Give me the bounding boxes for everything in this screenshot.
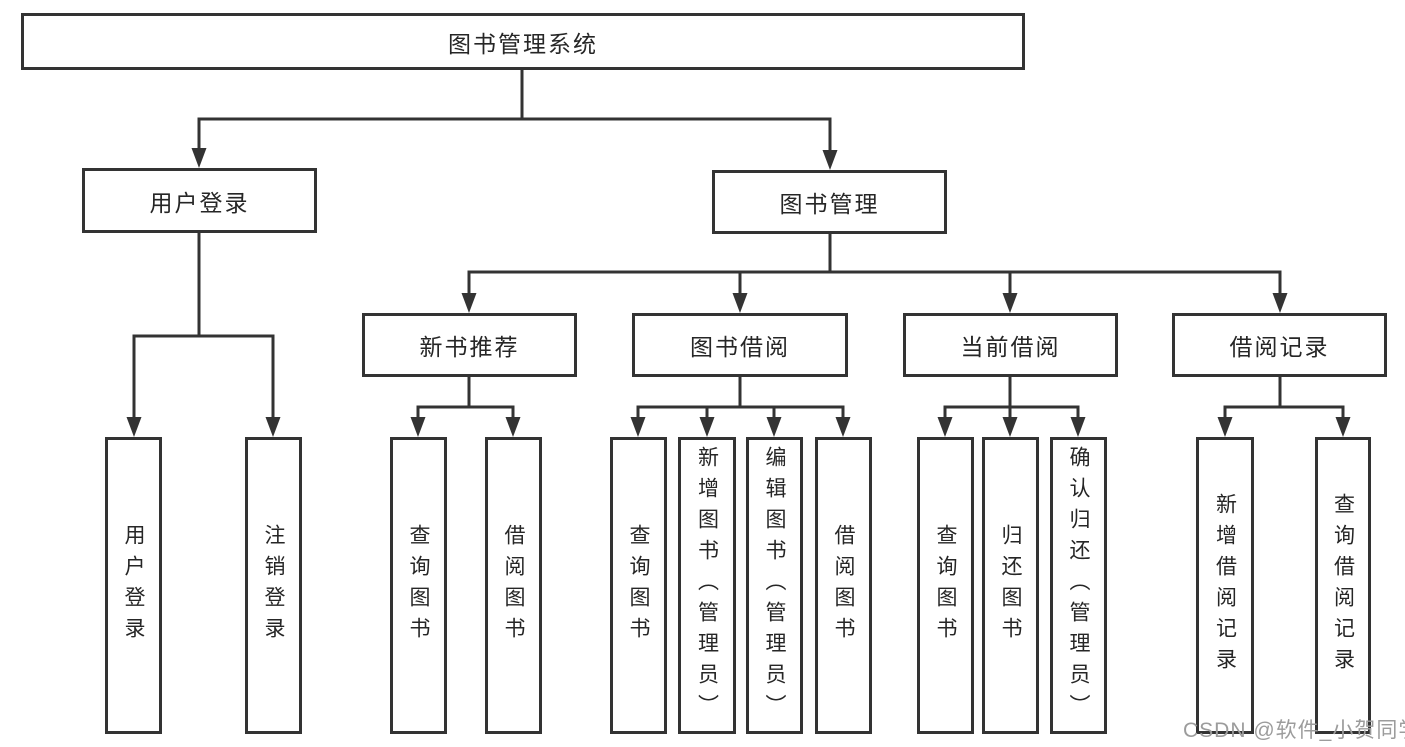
connector-new-book-recommend-branch <box>410 377 521 437</box>
connector-user-login-branch <box>126 233 281 437</box>
node-borrow-records-label: 借阅记录 <box>1229 334 1330 360</box>
leaf-edit-books-admin-label: 编辑图书（管理员） <box>763 446 786 725</box>
node-current-borrow-label: 当前借阅 <box>960 334 1061 360</box>
leaf-add-books-admin-label: 新增图书（管理员） <box>695 446 719 725</box>
leaf-borrow-books-recommend: 借阅图书 <box>485 437 542 734</box>
node-borrow-records: 借阅记录 <box>1172 313 1387 377</box>
connector-book-borrow-branch <box>630 377 851 437</box>
leaf-borrow-books-recommend-label: 借阅图书 <box>502 523 525 648</box>
leaf-borrow-books: 借阅图书 <box>815 437 872 734</box>
node-book-management-label: 图书管理 <box>779 191 880 217</box>
leaf-confirm-return-admin-label: 确认归还（管理员） <box>1067 446 1090 725</box>
node-new-book-recommend: 新书推荐 <box>362 313 577 377</box>
leaf-query-books-current-label: 查询图书 <box>934 523 957 648</box>
node-user-login-label: 用户登录 <box>149 189 250 216</box>
connector-book-management-branch <box>461 234 1288 313</box>
leaf-user-login-label: 用户登录 <box>122 523 145 648</box>
node-user-login: 用户登录 <box>82 168 317 233</box>
leaf-add-borrow-record: 新增借阅记录 <box>1196 437 1254 734</box>
leaf-borrow-books-label: 借阅图书 <box>832 523 855 648</box>
leaf-query-books-current: 查询图书 <box>917 437 974 734</box>
leaf-return-books-label: 归还图书 <box>999 523 1022 648</box>
leaf-query-books-recommend: 查询图书 <box>390 437 447 734</box>
connector-current-borrow-branch <box>937 377 1086 437</box>
node-book-management: 图书管理 <box>712 170 947 234</box>
leaf-query-books-recommend-label: 查询图书 <box>407 523 430 648</box>
node-current-borrow: 当前借阅 <box>903 313 1118 377</box>
leaf-query-borrow-record: 查询借阅记录 <box>1315 437 1371 734</box>
leaf-user-login: 用户登录 <box>105 437 162 734</box>
leaf-query-books-borrow-label: 查询图书 <box>627 523 650 648</box>
leaf-confirm-return-admin: 确认归还（管理员） <box>1050 437 1107 734</box>
leaf-add-borrow-record-label: 新增借阅记录 <box>1213 492 1237 679</box>
node-root-label: 图书管理系统 <box>448 30 598 57</box>
node-book-borrow-label: 图书借阅 <box>690 334 790 360</box>
leaf-return-books: 归还图书 <box>982 437 1039 734</box>
node-book-borrow: 图书借阅 <box>632 313 848 377</box>
leaf-query-borrow-record-label: 查询借阅记录 <box>1331 492 1355 679</box>
node-root: 图书管理系统 <box>21 13 1025 70</box>
connector-root-branch <box>191 70 838 170</box>
leaf-query-books-borrow: 查询图书 <box>610 437 667 734</box>
leaf-add-books-admin: 新增图书（管理员） <box>678 437 736 734</box>
leaf-logout-label: 注销登录 <box>262 523 285 648</box>
connector-borrow-records-branch <box>1217 377 1351 437</box>
leaf-edit-books-admin: 编辑图书（管理员） <box>746 437 803 734</box>
leaf-logout: 注销登录 <box>245 437 302 734</box>
node-new-book-recommend-label: 新书推荐 <box>419 334 520 360</box>
csdn-watermark: CSDN @软件_小贺同学 <box>1183 719 1405 742</box>
